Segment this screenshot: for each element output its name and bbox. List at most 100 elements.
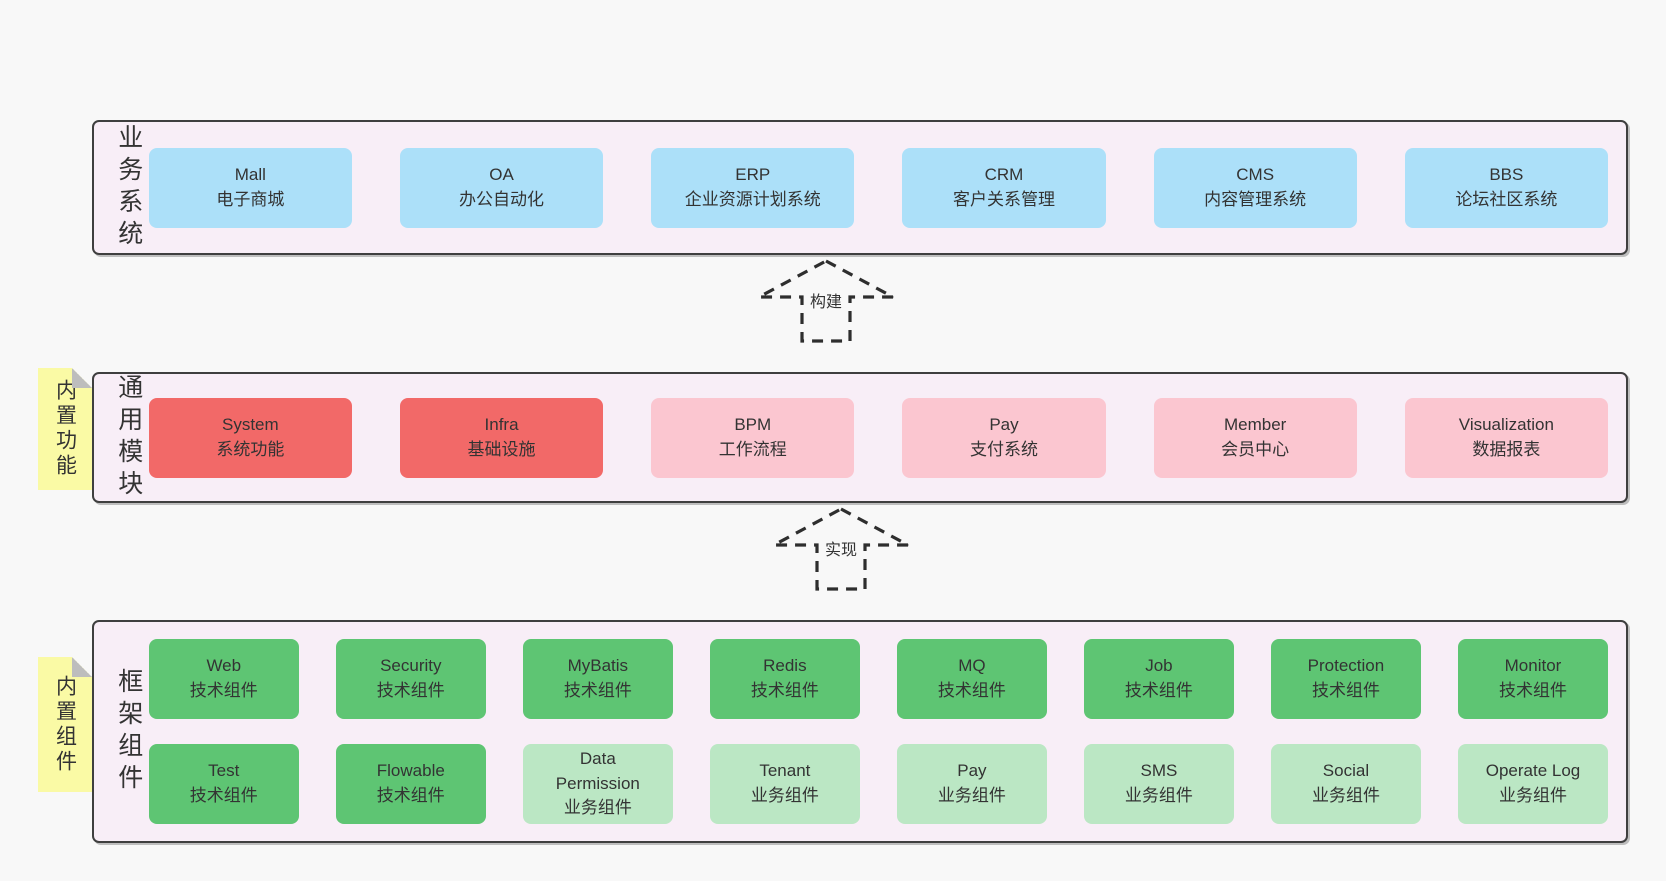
- implement-arrow-label: 实现: [820, 536, 862, 560]
- box-title: Operate Log: [1485, 761, 1581, 781]
- box-pay: Pay 业务组件: [896, 744, 1047, 824]
- build-arrow-label: 构建: [805, 288, 847, 312]
- box-subtitle: 业务组件: [750, 786, 819, 805]
- box-monitor: Monitor 技术组件: [1457, 639, 1608, 719]
- build-arrow-icon: 构建: [756, 258, 896, 344]
- box-subtitle: 系统功能: [216, 439, 285, 459]
- box-title: Redis: [763, 656, 807, 676]
- box-title: Protection: [1307, 656, 1385, 676]
- box-mall: Mall 电子商城: [148, 147, 352, 228]
- box-title: Pay: [957, 761, 987, 781]
- box-erp: ERP 企业资源计划系统: [651, 147, 855, 228]
- box-subtitle: 业务组件: [937, 786, 1006, 805]
- box-mq: MQ 技术组件: [896, 639, 1047, 719]
- layer-modules-label: 通用模块: [114, 373, 143, 502]
- box-title: CRM: [984, 164, 1024, 184]
- box-operate-log: Operate Log 业务组件: [1457, 744, 1608, 824]
- note-fold-corner-icon: [72, 368, 92, 388]
- layer-business-label: 业务系统: [114, 123, 143, 252]
- box-data-permission: Data Permission 业务组件: [522, 744, 673, 824]
- box-subtitle: 业务组件: [563, 798, 632, 818]
- box-subtitle: 企业资源计划系统: [684, 189, 821, 209]
- box-social: Social 业务组件: [1270, 744, 1421, 824]
- box-bpm: BPM 工作流程: [651, 397, 855, 478]
- box-subtitle: 技术组件: [1498, 681, 1567, 700]
- box-subtitle: 技术组件: [937, 681, 1006, 700]
- box-title: MQ: [958, 656, 986, 676]
- box-subtitle: 办公自动化: [459, 189, 545, 209]
- box-title: Flowable: [376, 761, 445, 781]
- box-subtitle: 会员中心: [1221, 439, 1290, 459]
- box-subtitle: 技术组件: [1311, 681, 1380, 700]
- box-title: Member: [1223, 414, 1287, 434]
- up-arrow-outline-icon: [758, 259, 894, 343]
- box-subtitle: 业务组件: [1124, 786, 1193, 805]
- box-subtitle: 支付系统: [969, 439, 1038, 459]
- box-visualization: Visualization 数据报表: [1404, 397, 1608, 478]
- box-cms: CMS 内容管理系统: [1153, 147, 1357, 228]
- box-subtitle: 技术组件: [189, 786, 258, 805]
- box-title: BPM: [734, 414, 772, 434]
- box-title: Social: [1322, 761, 1370, 781]
- box-subtitle: 论坛社区系统: [1455, 189, 1558, 209]
- box-title: Job: [1145, 656, 1173, 676]
- sticky-note-text: 内置组件: [53, 674, 77, 775]
- implement-arrow-icon: 实现: [771, 506, 911, 592]
- box-subtitle: 技术组件: [1124, 681, 1193, 700]
- box-title: Pay: [989, 414, 1019, 434]
- box-title: OA: [489, 164, 514, 184]
- box-subtitle: 工作流程: [718, 439, 787, 459]
- box-subtitle: 基础设施: [467, 439, 536, 459]
- box-title: ERP: [735, 164, 771, 184]
- box-protection: Protection 技术组件: [1270, 639, 1421, 719]
- box-title: Security: [380, 656, 442, 676]
- box-title: SMS: [1140, 761, 1178, 781]
- box-web: Web 技术组件: [148, 639, 299, 719]
- layer-components-label: 框架组件: [114, 667, 143, 796]
- box-subtitle: 电子商城: [216, 189, 285, 209]
- box-title: BBS: [1489, 164, 1524, 184]
- box-sms: SMS 业务组件: [1083, 744, 1234, 824]
- box-title: Test: [208, 761, 240, 781]
- box-title: CMS: [1236, 164, 1275, 184]
- box-title: Tenant: [759, 761, 811, 781]
- box-subtitle: 业务组件: [1498, 786, 1567, 805]
- box-job: Job 技术组件: [1083, 639, 1234, 719]
- box-title: Monitor: [1504, 656, 1562, 676]
- box-title: MyBatis: [567, 656, 629, 676]
- box-member: Member 会员中心: [1153, 397, 1357, 478]
- box-flowable: Flowable 技术组件: [335, 744, 486, 824]
- box-subtitle: 内容管理系统: [1204, 189, 1307, 209]
- box-title: System: [222, 414, 279, 434]
- box-pay: Pay 支付系统: [902, 397, 1106, 478]
- note-fold-corner-icon: [72, 657, 92, 677]
- sticky-note-built-in-components: 内置组件: [38, 657, 92, 792]
- box-subtitle: 技术组件: [189, 681, 258, 700]
- box-title: Web: [206, 656, 242, 676]
- box-bbs: BBS 论坛社区系统: [1404, 147, 1608, 228]
- box-subtitle: 技术组件: [376, 786, 445, 805]
- box-subtitle: 技术组件: [750, 681, 819, 700]
- sticky-note-text: 内置功能: [53, 379, 77, 479]
- box-title: Data Permission: [555, 749, 640, 793]
- up-arrow-outline-icon: [773, 507, 909, 591]
- box-subtitle: 业务组件: [1311, 786, 1380, 805]
- box-title: Mall: [234, 164, 266, 184]
- box-title: Visualization: [1458, 414, 1554, 434]
- box-tenant: Tenant 业务组件: [709, 744, 860, 824]
- box-test: Test 技术组件: [148, 744, 299, 824]
- box-security: Security 技术组件: [335, 639, 486, 719]
- box-subtitle: 技术组件: [376, 681, 445, 700]
- box-subtitle: 数据报表: [1472, 439, 1541, 459]
- sticky-note-built-in-features: 内置功能: [38, 368, 92, 490]
